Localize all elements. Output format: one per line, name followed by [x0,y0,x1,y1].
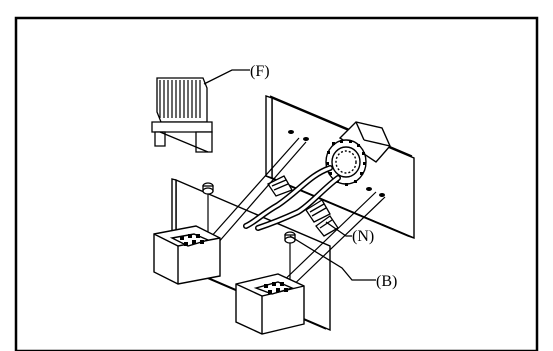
wire-nut-2 [305,199,331,223]
callout-label-n: (N) [352,228,374,245]
wire-nut-1 [267,175,293,197]
leader-line-f [203,69,250,85]
fitting-teeth [326,140,366,186]
callout-label-b: (B) [376,273,397,290]
heat-sink-component [151,77,213,153]
terminal-block-left [153,225,221,285]
terminal-block-left-contacts [180,234,204,246]
rail-fitting [325,121,391,185]
screw-left [202,182,214,195]
terminal-block-right [235,273,305,335]
leader-line-n [325,221,352,237]
callout-label-f: (F) [250,63,270,80]
alignment-lines [207,137,386,295]
terminal-block-right-contacts [264,282,288,294]
leader-line-b [289,235,376,281]
wiring-harness-inner [244,166,340,230]
rail-slot-holes [288,130,385,197]
screw-right [284,231,296,244]
